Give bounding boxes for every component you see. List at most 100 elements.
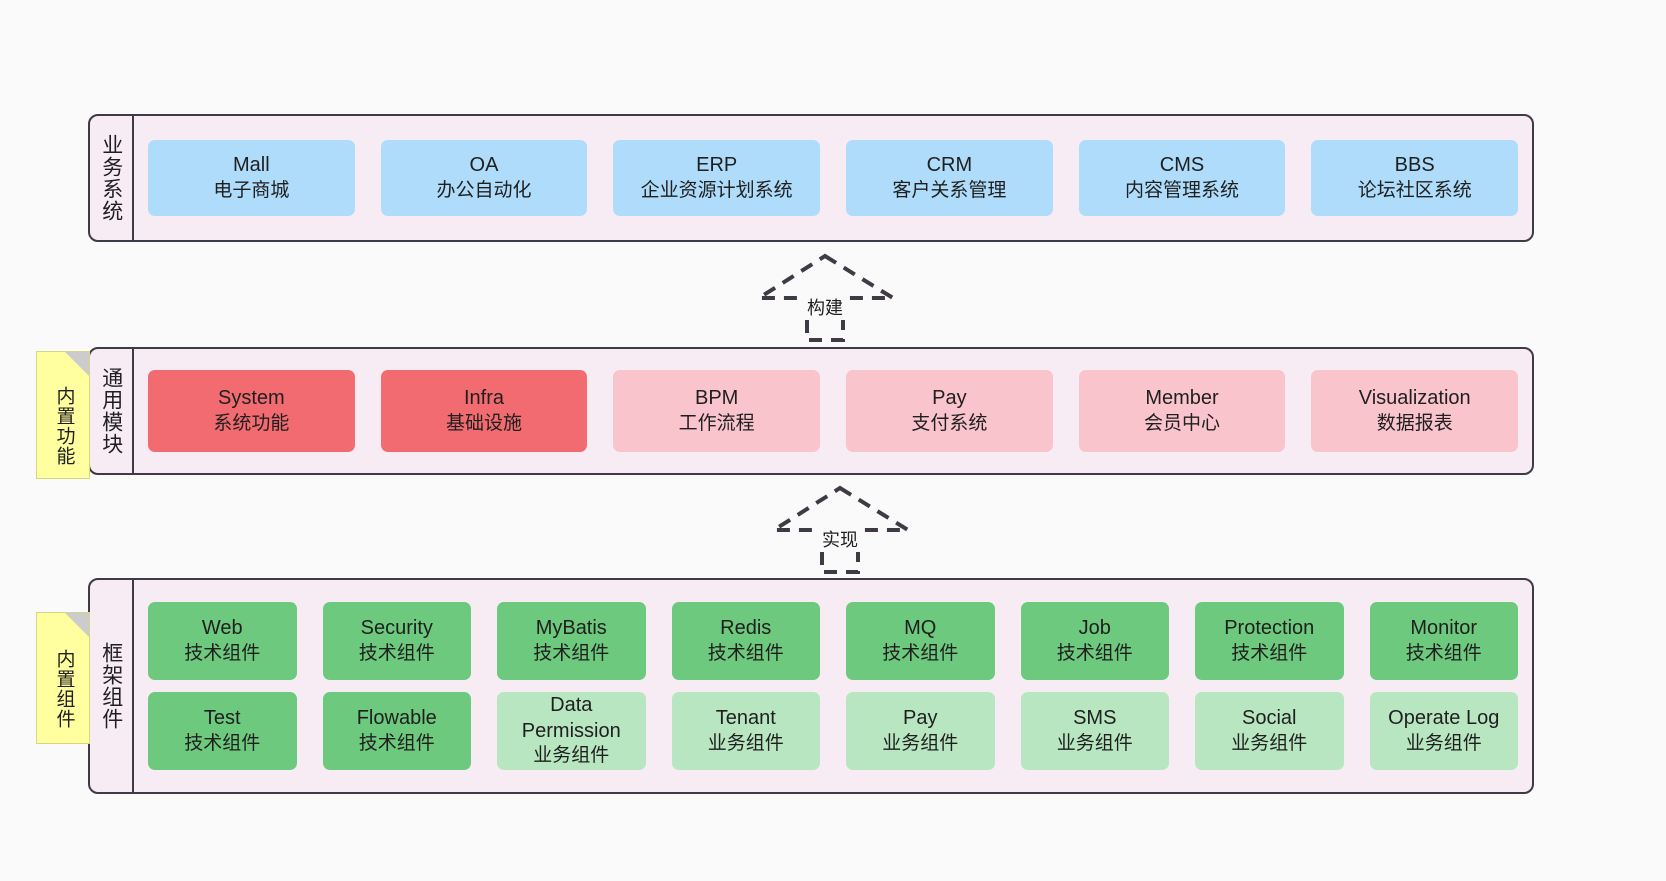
box-title: MyBatis (535, 617, 607, 640)
box-title: Pay (932, 387, 967, 410)
box-subtitle: 办公自动化 (436, 179, 532, 201)
box-title: CRM (926, 154, 973, 177)
box-operate-log[interactable]: Operate Log 业务组件 (1369, 692, 1518, 770)
box-title: Security (360, 617, 433, 640)
box-crm[interactable]: CRM 客户关系管理 (846, 140, 1053, 216)
box-subtitle: 内容管理系统 (1125, 179, 1240, 201)
layer-framework-components: 框架组件 Web 技术组件 Security 技术组件 MyBatis 技术组件… (88, 578, 1534, 794)
box-subtitle: 业务组件 (1231, 732, 1308, 754)
note-built-in-functions: 内置功能 (36, 351, 90, 479)
box-row: Web 技术组件 Security 技术组件 MyBatis 技术组件 Redi… (148, 602, 1518, 680)
box-subtitle: 技术组件 (707, 642, 784, 664)
box-subtitle: 业务组件 (1405, 732, 1482, 754)
box-subtitle: 业务组件 (882, 732, 959, 754)
layer-common-modules: 通用模块 System 系统功能 Infra 基础设施 BPM 工作流程 Pay… (88, 347, 1534, 475)
box-tenant[interactable]: Tenant 业务组件 (671, 692, 820, 770)
box-cms[interactable]: CMS 内容管理系统 (1078, 140, 1286, 216)
box-visualization[interactable]: Visualization 数据报表 (1311, 370, 1519, 452)
note-fold-corner-icon (65, 613, 89, 637)
box-row: System 系统功能 Infra 基础设施 BPM 工作流程 Pay 支付系统… (148, 370, 1519, 452)
box-data-permission[interactable]: Data Permission 业务组件 (497, 692, 646, 770)
box-web[interactable]: Web 技术组件 (148, 602, 297, 680)
box-test[interactable]: Test 技术组件 (148, 692, 297, 770)
box-subtitle: 数据报表 (1376, 412, 1453, 434)
note-label: 内置功能 (53, 386, 75, 466)
layer-body-framework-components: Web 技术组件 Security 技术组件 MyBatis 技术组件 Redi… (134, 580, 1532, 792)
box-title: OA (469, 154, 499, 177)
box-sms[interactable]: SMS 业务组件 (1020, 692, 1169, 770)
box-subtitle: 技术组件 (1231, 642, 1308, 664)
box-row: Test 技术组件 Flowable 技术组件 Data Permission … (148, 692, 1518, 770)
box-subtitle: 技术组件 (1056, 642, 1133, 664)
box-subtitle: 支付系统 (911, 412, 988, 434)
box-subtitle: 会员中心 (1144, 412, 1221, 434)
box-title: BPM (695, 387, 739, 410)
note-fold-corner-icon (65, 352, 89, 376)
layer-business-systems: 业务系统 Mall 电子商城 OA 办公自动化 ERP 企业资源计划系统 CRM… (88, 114, 1534, 242)
box-member[interactable]: Member 会员中心 (1078, 370, 1286, 452)
box-monitor[interactable]: Monitor 技术组件 (1369, 602, 1518, 680)
box-flowable[interactable]: Flowable 技术组件 (322, 692, 471, 770)
box-title: Monitor (1410, 617, 1478, 640)
connector-label-build: 构建 (805, 294, 845, 320)
box-redis[interactable]: Redis 技术组件 (671, 602, 820, 680)
box-subtitle: 论坛社区系统 (1357, 179, 1472, 201)
box-subtitle: 技术组件 (184, 642, 261, 664)
box-subtitle: 技术组件 (1405, 642, 1482, 664)
box-subtitle: 企业资源计划系统 (640, 179, 793, 201)
box-title: Infra (463, 387, 505, 410)
box-mybatis[interactable]: MyBatis 技术组件 (497, 602, 646, 680)
box-infra[interactable]: Infra 基础设施 (380, 370, 588, 452)
box-title: CMS (1159, 154, 1205, 177)
box-title: Visualization (1358, 387, 1471, 410)
box-title: MQ (904, 617, 937, 640)
box-row: Mall 电子商城 OA 办公自动化 ERP 企业资源计划系统 CRM 客户关系… (148, 140, 1519, 216)
layer-title-common-modules: 通用模块 (90, 349, 134, 473)
box-title: Test (203, 707, 241, 730)
connector-build-arrow: 构建 (745, 248, 905, 344)
box-title: Web (201, 617, 243, 640)
box-social[interactable]: Social 业务组件 (1195, 692, 1344, 770)
box-mall[interactable]: Mall 电子商城 (148, 140, 355, 216)
layer-body-common-modules: System 系统功能 Infra 基础设施 BPM 工作流程 Pay 支付系统… (134, 349, 1532, 473)
box-erp[interactable]: ERP 企业资源计划系统 (613, 140, 821, 216)
box-bpm[interactable]: BPM 工作流程 (613, 370, 821, 452)
box-subtitle: 技术组件 (533, 642, 610, 664)
layer-body-business-systems: Mall 电子商城 OA 办公自动化 ERP 企业资源计划系统 CRM 客户关系… (134, 116, 1532, 240)
note-built-in-components: 内置组件 (36, 612, 90, 744)
box-pay-module[interactable]: Pay 支付系统 (846, 370, 1053, 452)
box-system[interactable]: System 系统功能 (148, 370, 355, 452)
layer-title-business-systems: 业务系统 (90, 116, 134, 240)
box-job[interactable]: Job 技术组件 (1020, 602, 1169, 680)
note-label: 内置组件 (53, 649, 75, 729)
box-subtitle: 电子商城 (213, 179, 290, 201)
connector-label-implement: 实现 (820, 526, 860, 552)
box-title: Tenant (715, 707, 776, 730)
layer-title-framework-components: 框架组件 (90, 580, 134, 792)
box-subtitle: 客户关系管理 (892, 179, 1007, 201)
box-security[interactable]: Security 技术组件 (322, 602, 471, 680)
box-subtitle: 工作流程 (678, 412, 755, 434)
connector-implement-arrow: 实现 (760, 480, 920, 576)
box-title: Redis (720, 617, 772, 640)
box-title: Member (1145, 387, 1219, 410)
box-oa[interactable]: OA 办公自动化 (380, 140, 588, 216)
box-mq[interactable]: MQ 技术组件 (846, 602, 995, 680)
box-title: BBS (1394, 154, 1435, 177)
box-subtitle: 系统功能 (213, 412, 290, 434)
box-subtitle: 技术组件 (358, 732, 435, 754)
box-title: Operate Log (1388, 707, 1500, 730)
box-title: SMS (1073, 707, 1117, 730)
box-pay-component[interactable]: Pay 业务组件 (846, 692, 995, 770)
box-subtitle: 业务组件 (707, 732, 784, 754)
box-title: Pay (903, 707, 938, 730)
box-subtitle: 业务组件 (533, 745, 610, 767)
box-title: Social (1242, 707, 1297, 730)
box-title: ERP (696, 154, 738, 177)
box-protection[interactable]: Protection 技术组件 (1195, 602, 1344, 680)
box-subtitle: 基础设施 (446, 412, 523, 434)
box-title: Flowable (356, 707, 437, 730)
box-bbs[interactable]: BBS 论坛社区系统 (1311, 140, 1519, 216)
box-subtitle: 技术组件 (358, 642, 435, 664)
